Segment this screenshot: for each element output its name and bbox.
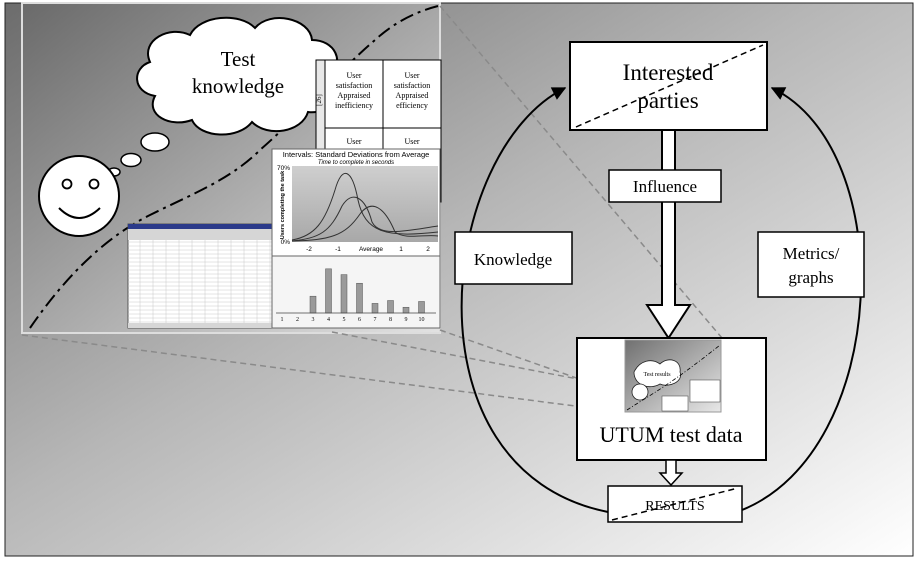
arrow-to-interested-left xyxy=(460,87,609,513)
bar-thumb-tick: 10 xyxy=(419,317,425,323)
bar-thumb-bar xyxy=(371,303,379,314)
chart-xtick-2: -1 xyxy=(335,246,341,253)
knowledge-label: Knowledge xyxy=(474,250,552,269)
chart-xtick-5: 2 xyxy=(426,246,430,253)
matrix-cell-3: User xyxy=(346,137,361,146)
chart-curve-3 xyxy=(291,205,439,242)
chart-xtick-1: -2 xyxy=(306,246,312,253)
knowledge-box: Knowledge xyxy=(454,231,573,285)
results-diagonal-dashed xyxy=(611,487,739,521)
metrics-graphs-box: Metrics/ graphs xyxy=(757,231,865,298)
bar-thumb-tick: 1 xyxy=(281,317,284,323)
utum-mini-thumbnail: Test results xyxy=(624,339,722,413)
box-diagonal-dashed xyxy=(575,44,764,128)
results-arrow xyxy=(658,459,684,487)
bar-thumb-bars xyxy=(309,268,425,314)
bar-chart-thumbnail: 1 2 3 4 5 6 7 8 9 10 xyxy=(271,255,441,329)
bar-thumb-tick: 7 xyxy=(374,317,377,323)
bar-thumb-tick: 3 xyxy=(312,317,315,323)
chart-thumbnail: Intervals: Standard Deviations from Aver… xyxy=(271,148,441,257)
chart-xtick-3: Average xyxy=(359,246,383,253)
matrix-side-label: [26] xyxy=(315,94,323,106)
matrix-cell-4: User xyxy=(404,137,419,146)
chart-subtitle: Time to complete in seconds xyxy=(318,160,394,166)
utum-test-data-box: Test results UTUM test data xyxy=(576,337,767,461)
smiley-face-icon xyxy=(38,155,120,237)
bar-thumb-tick: 2 xyxy=(296,317,299,323)
chart-ytick-top: 70% xyxy=(277,165,290,172)
bubble-text-line2: knowledge xyxy=(192,74,284,98)
bar-thumb-bar xyxy=(356,282,363,314)
flow-arrows xyxy=(460,87,862,513)
utum-label: UTUM test data xyxy=(600,422,743,447)
chart-curve-1 xyxy=(291,172,439,241)
metrics-label-2: graphs xyxy=(788,268,833,287)
results-box: RESULTS xyxy=(607,485,743,523)
bar-thumb-tick: 8 xyxy=(389,317,392,323)
chart-curve-2 xyxy=(291,196,439,242)
chart-title: Intervals: Standard Deviations from Aver… xyxy=(283,150,430,159)
bar-thumb-bar xyxy=(402,306,410,314)
chart-ytick-bottom: 0% xyxy=(281,239,291,246)
chart-ylabel: Users completing the task xyxy=(280,170,286,239)
dash-dot-curve xyxy=(29,5,439,329)
results-label: RESULTS xyxy=(645,499,704,514)
metrics-label-1: Metrics/ xyxy=(783,244,840,263)
influence-label: Influence xyxy=(633,177,697,196)
spreadsheet-thumbnail xyxy=(127,223,274,329)
bar-thumb-bar xyxy=(418,301,425,314)
bar-thumb-tick: 5 xyxy=(343,317,346,323)
chart-xtick-4: 1 xyxy=(399,246,403,253)
arrow-to-interested-right xyxy=(741,87,862,511)
bar-thumb-bar xyxy=(387,300,394,314)
bar-thumb-tick: 6 xyxy=(358,317,361,323)
sheet-grid xyxy=(128,240,273,323)
bar-thumb-bar xyxy=(309,295,317,314)
bar-thumb-bar xyxy=(325,268,332,314)
bar-thumb-tick: 9 xyxy=(405,317,408,323)
mini-thumb-label: Test results xyxy=(643,372,671,378)
interested-parties-label-2: parties xyxy=(637,88,698,113)
influence-box: Influence xyxy=(608,169,722,203)
influence-arrow xyxy=(645,129,692,340)
bar-thumb-tick: 4 xyxy=(327,317,330,323)
bubble-text-line1: Test xyxy=(221,47,256,71)
interested-parties-box: Interested parties xyxy=(569,41,768,131)
bar-thumb-ticks: 1 2 3 4 5 6 7 8 9 10 xyxy=(281,317,425,323)
bar-thumb-bar xyxy=(340,274,348,314)
thought-bubble: Test knowledge xyxy=(107,16,339,177)
interested-parties-label-1: Interested xyxy=(623,60,714,85)
